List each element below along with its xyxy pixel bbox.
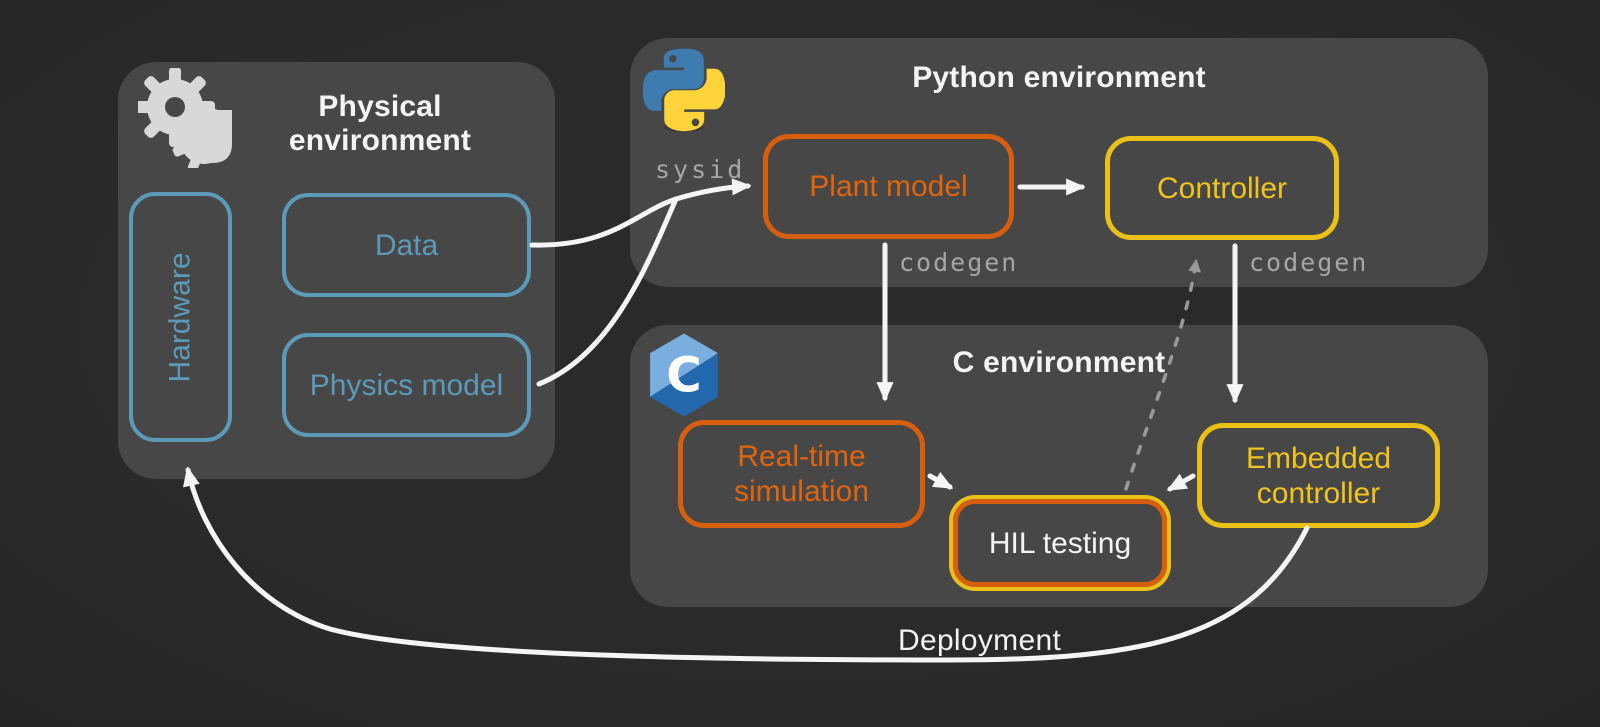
sysid-label: sysid [655,155,746,184]
panel-python-environment [630,38,1488,287]
python-logo [643,42,725,134]
c-environment-title: C environment [952,346,1166,379]
node-data: Data [282,193,531,297]
svg-text:C: C [666,348,701,404]
node-hardware: Hardware [129,192,232,442]
plant-model-label: Plant model [809,170,968,203]
physics-model-label: Physics model [309,368,504,402]
physical-environment-title: Physical environment [288,90,472,157]
hil-testing-label: HIL testing [988,526,1132,560]
realtime-simulation-label: Real-time simulation [733,440,870,508]
deployment-label: Deployment [898,624,1062,657]
c-logo: C [646,332,722,418]
node-physics-model: Physics model [282,333,531,437]
controller-label: Controller [1156,171,1288,205]
hardware-label: Hardware [164,251,197,383]
codegen-plant-label: codegen [899,248,1019,277]
gears-icon [138,68,238,168]
python-environment-title: Python environment [912,61,1206,94]
node-embedded-controller: Embedded controller [1197,423,1440,528]
node-controller: Controller [1105,136,1339,240]
node-plant-model: Plant model [763,134,1014,239]
node-realtime-simulation: Real-time simulation [678,420,925,528]
node-hil-testing: HIL testing [953,499,1167,587]
data-label: Data [374,228,439,262]
embedded-controller-label: Embedded controller [1245,441,1392,510]
codegen-controller-label: codegen [1249,248,1369,277]
